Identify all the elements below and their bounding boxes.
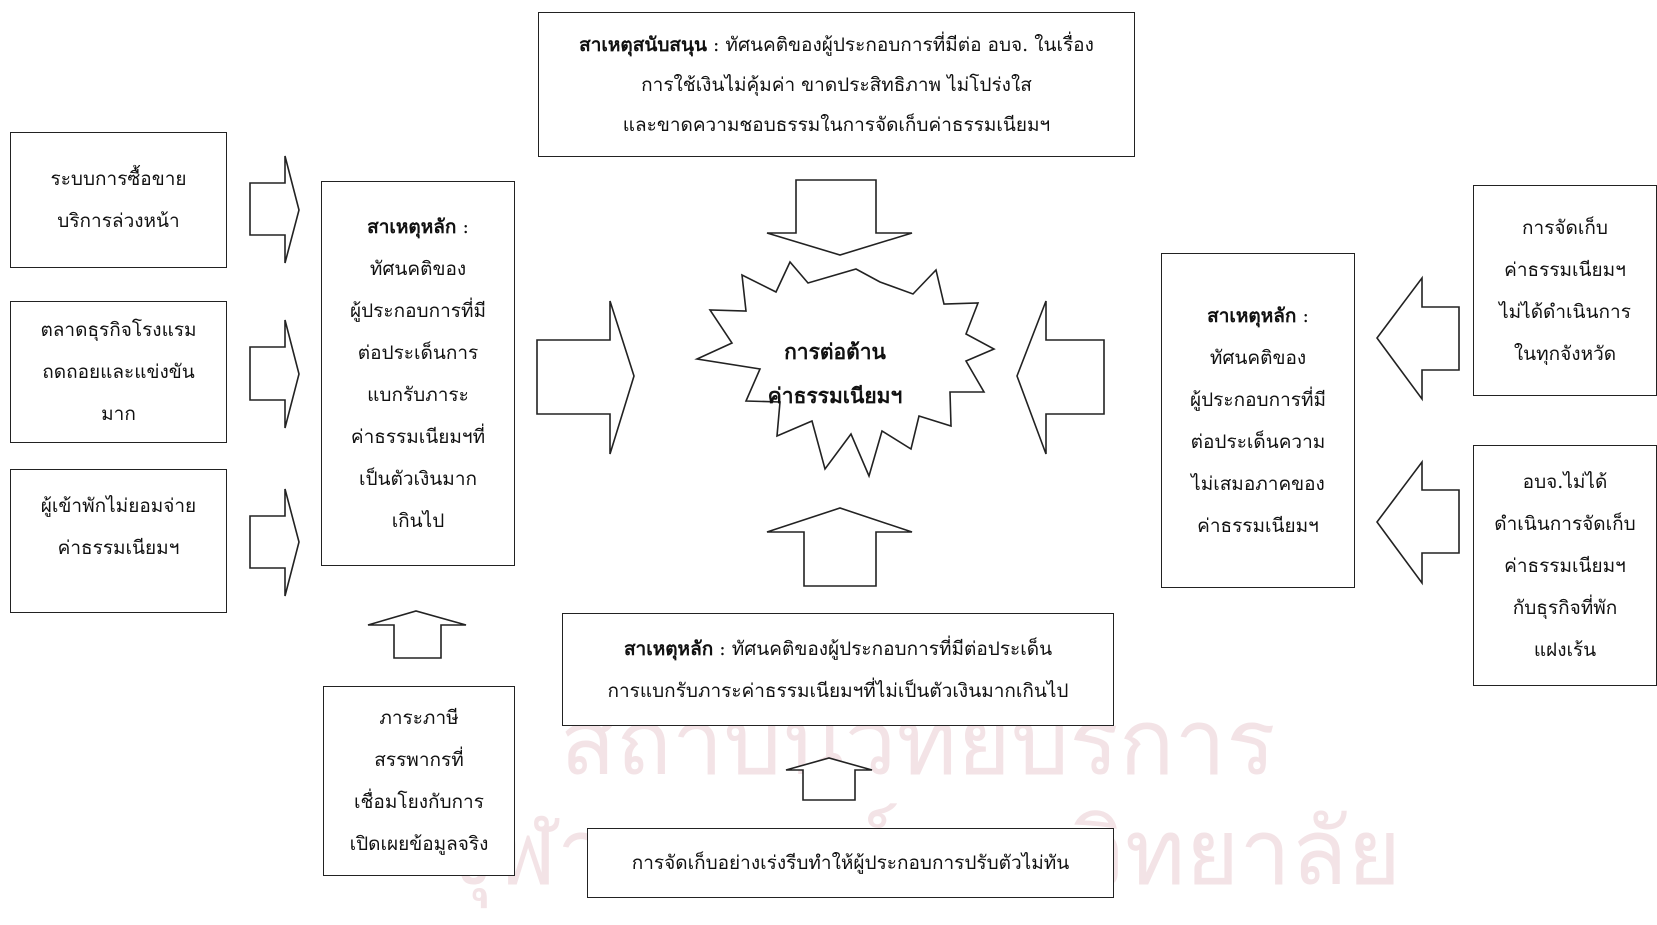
right-main-cause-box: สาเหตุหลัก : ทัศนคติของ ผู้ประกอบการที่ม… (1161, 253, 1355, 588)
diagram-shapes (249, 155, 1460, 801)
right-factor-1-line-1: การจัดเก็บ (1522, 216, 1608, 239)
left-bottom-line-2: สรรพากรที่ (374, 749, 464, 771)
left-factor-1-line-2: บริการล่วงหน้า (57, 210, 180, 232)
right-factor-2-line-3: ค่าธรรมเนียมฯ (1504, 554, 1626, 577)
bottom-main-line2: การแบกรับภาระค่าธรรมเนียมฯที่ไม่เป็นตัวเ… (607, 679, 1069, 702)
left-main-line-7: เกินไป (391, 509, 445, 532)
bottom-up-arrow (766, 507, 913, 587)
right-factor-1-line-2: ค่าธรรมเนียมฯ (1504, 258, 1626, 281)
left-factor-3-line-2: ค่าธรรมเนียมฯ (57, 537, 180, 559)
left-factor-arrow-3 (249, 488, 300, 597)
left-main-line-5: ค่าธรรมเนียมฯที่ (350, 425, 486, 448)
left-main-arrow (536, 300, 635, 455)
center-label-line-1: การต่อต้าน (784, 339, 886, 364)
left-factor-2-line-3: มาก (101, 403, 136, 425)
right-factor-box-1: การจัดเก็บ ค่าธรรมเนียมฯ ไม่ได้ดำเนินการ… (1473, 185, 1657, 396)
left-main-line-2: ผู้ประกอบการที่มี (349, 299, 486, 322)
bottom-main-bold: สาเหตุหลัก (623, 637, 714, 660)
right-factor-arrow-1 (1376, 275, 1460, 402)
top-box-line3: และขาดความชอบธรรมในการจัดเก็บค่าธรรมเนีย… (622, 113, 1051, 136)
left-factor-box-2: ตลาดธุรกิจโรงแรม ถดถอยและแข่งขัน มาก (10, 301, 227, 443)
right-factor-2-line-5: แฝงเร้น (1533, 638, 1597, 661)
top-box-line1: : ทัศนคติของผู้ประกอบการที่มีต่อ อบจ. ใน… (706, 33, 1094, 56)
left-factor-arrow-1 (249, 155, 300, 264)
left-bottom-factor-box: ภาระภาษี สรรพากรที่ เชื่อมโยงกับการ เปิด… (323, 686, 515, 876)
center-starburst (694, 260, 996, 479)
right-factor-box-2: อบจ.ไม่ได้ ดำเนินการจัดเก็บ ค่าธรรมเนียม… (1473, 445, 1657, 686)
right-factor-2-line-2: ดำเนินการจัดเก็บ (1494, 512, 1636, 535)
right-main-bold: สาเหตุหลัก (1207, 304, 1297, 327)
top-box-bold: สาเหตุสนับสนุน (579, 33, 707, 56)
right-main-line-4: ไม่เสมอภาคของ (1191, 472, 1325, 495)
left-main-bold: สาเหตุหลัก (367, 215, 457, 238)
right-main-line-3: ต่อประเด็นความ (1190, 430, 1326, 453)
left-factor-2-line-1: ตลาดธุรกิจโรงแรม (40, 319, 197, 341)
left-factor-arrow-2 (249, 319, 300, 429)
right-main-line-2: ผู้ประกอบการที่มี (1189, 388, 1326, 411)
right-main-suffix: : (1296, 304, 1309, 327)
center-label: การต่อต้าน ค่าธรรมเนียมฯ (700, 330, 970, 418)
left-bottom-line-1: ภาระภาษี (379, 707, 459, 729)
left-factor-2-line-2: ถดถอยและแข่งขัน (42, 361, 195, 383)
right-factor-1-line-4: ในทุกจังหวัด (1513, 342, 1617, 365)
right-main-arrow (1016, 300, 1105, 455)
left-factor-box-3: ผู้เข้าพักไม่ยอมจ่าย ค่าธรรมเนียมฯ (10, 469, 227, 613)
top-down-arrow (766, 179, 913, 256)
left-main-line-1: ทัศนคติของ (369, 257, 467, 280)
right-factor-1-line-3: ไม่ได้ดำเนินการ (1499, 300, 1631, 323)
left-main-cause-box: สาเหตุหลัก : ทัศนคติของ ผู้ประกอบการที่ม… (321, 181, 515, 566)
bottom-factor-up-arrow (785, 757, 873, 801)
left-bottom-up-arrow (367, 610, 467, 659)
left-bottom-line-4: เปิดเผยข้อมูลจริง (349, 833, 489, 855)
top-supporting-cause-box: สาเหตุสนับสนุน : ทัศนคติของผู้ประกอบการท… (538, 12, 1135, 157)
left-main-line-3: ต่อประเด็นการ (357, 341, 479, 364)
center-label-line-2: ค่าธรรมเนียมฯ (767, 383, 903, 408)
left-main-suffix: : (456, 215, 469, 238)
bottom-factor-box: การจัดเก็บอย่างเร่งรีบทำให้ผู้ประกอบการป… (587, 828, 1114, 898)
right-factor-arrow-2 (1376, 459, 1460, 586)
left-main-line-4: แบกรับภาระ (367, 383, 469, 406)
bottom-main-line1: : ทัศนคติของผู้ประกอบการที่มีต่อประเด็น (713, 637, 1053, 660)
bottom-factor-line: การจัดเก็บอย่างเร่งรีบทำให้ผู้ประกอบการป… (631, 852, 1070, 874)
left-factor-box-1: ระบบการซื้อขาย บริการล่วงหน้า (10, 132, 227, 268)
left-bottom-line-3: เชื่อมโยงกับการ (354, 791, 484, 813)
bottom-main-cause-box: สาเหตุหลัก : ทัศนคติของผู้ประกอบการที่มี… (562, 613, 1114, 726)
diagram-canvas: สถาบันวิทยบริการ จุฬาลงกรณ์มหาวิทยาลัย (10, 12, 1657, 906)
right-factor-2-line-4: กับธุรกิจที่พัก (1512, 596, 1618, 619)
right-main-line-1: ทัศนคติของ (1209, 346, 1307, 369)
right-factor-2-line-1: อบจ.ไม่ได้ (1522, 470, 1608, 493)
right-main-line-5: ค่าธรรมเนียมฯ (1197, 514, 1319, 537)
left-factor-1-line-1: ระบบการซื้อขาย (50, 168, 187, 190)
top-box-line2: การใช้เงินไม่คุ้มค่า ขาดประสิทธิภาพ ไม่โ… (641, 73, 1032, 96)
left-factor-3-line-1: ผู้เข้าพักไม่ยอมจ่าย (40, 495, 197, 517)
left-main-line-6: เป็นตัวเงินมาก (358, 467, 477, 490)
